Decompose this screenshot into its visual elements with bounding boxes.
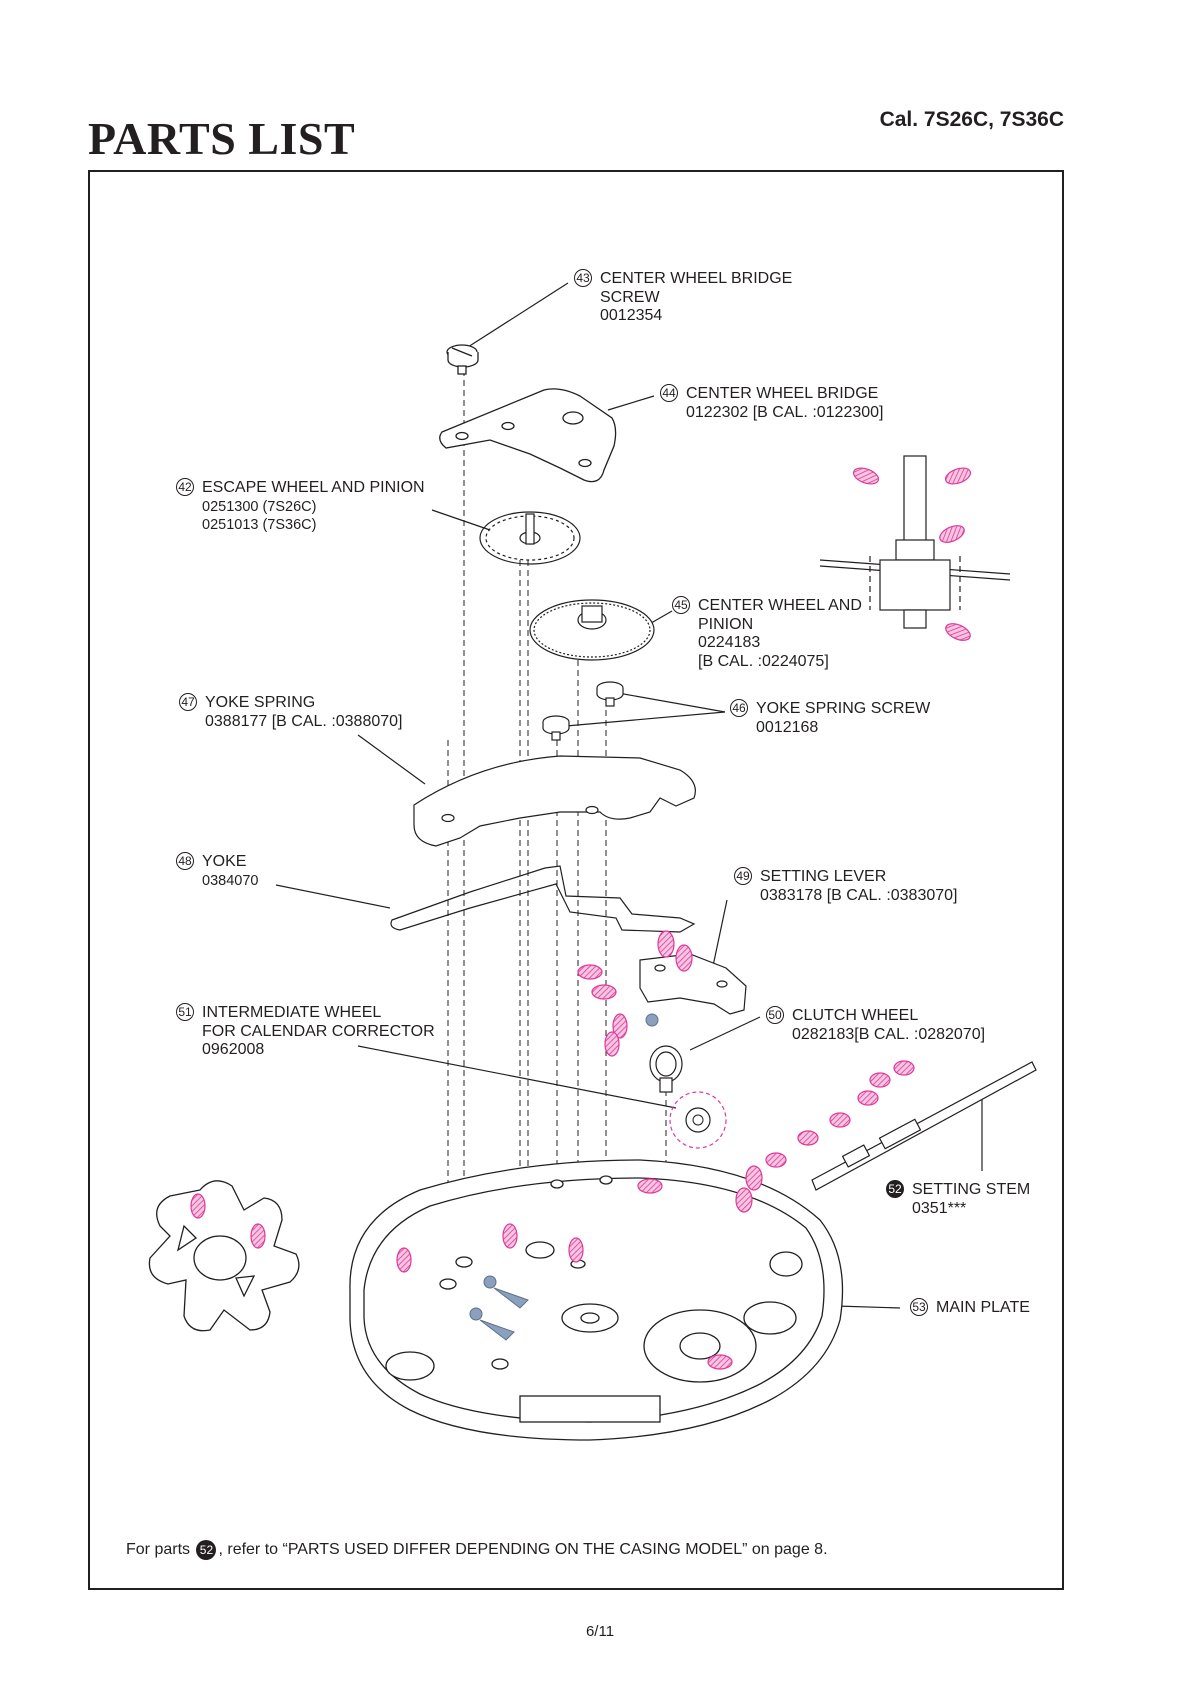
yoke-spring-47	[413, 755, 696, 847]
center-wheel-45	[529, 599, 655, 661]
grease-markers	[469, 1013, 659, 1341]
diagram-frame	[88, 170, 1064, 1590]
bridge-screw-43	[446, 344, 479, 375]
setting-lever-49	[639, 953, 747, 1015]
stem-detail-view	[819, 455, 1011, 629]
leader-lines	[275, 282, 983, 1309]
lubrication-markers	[190, 467, 972, 1370]
label-main-plate: 53 MAIN PLATE	[910, 1298, 1030, 1318]
pinion-detail-view	[148, 1180, 300, 1332]
footnote-part-badge: 52	[196, 1540, 217, 1560]
main-plate-53	[349, 1159, 844, 1441]
yoke-48	[390, 865, 696, 933]
yoke-spring-screws-46	[542, 681, 624, 741]
clutch-wheel-50	[649, 1045, 683, 1093]
footnote: For parts 52, refer to “PARTS USED DIFFE…	[126, 1540, 828, 1560]
page-title: PARTS LIST	[88, 113, 356, 164]
intermediate-wheel-51	[669, 1091, 727, 1149]
page-number: 6/11	[585, 1623, 615, 1640]
setting-stem-52	[811, 1061, 1037, 1191]
calibre-label: Cal. 7S26C, 7S36C	[879, 108, 1064, 131]
escape-wheel-42	[479, 511, 581, 565]
center-wheel-bridge-44	[439, 388, 617, 483]
